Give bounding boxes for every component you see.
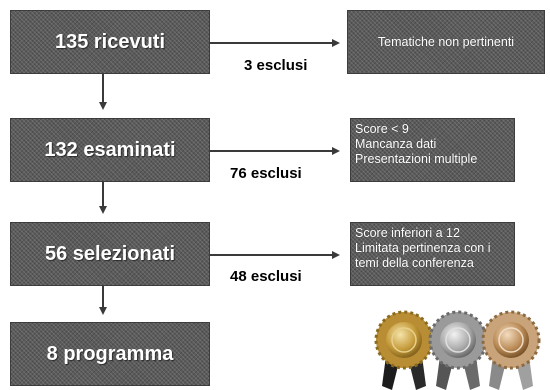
arrowhead-down-icon [99, 307, 107, 315]
reason-text: Limitata pertinenza con i [355, 241, 491, 255]
stage-examined-label: 132 esaminati [44, 138, 176, 161]
excluded-count-1: 3 esclusi [244, 57, 308, 74]
exclusion-reasons-1: Tematiche non pertinenti [347, 10, 545, 74]
arrow-to-exclusion-1 [210, 42, 332, 44]
excluded-count-2: 76 esclusi [230, 165, 302, 182]
arrowhead-down-icon [99, 102, 107, 110]
stage-received-label: 135 ricevuti [54, 30, 166, 53]
reason-text: Mancanza dati [355, 137, 437, 151]
arrow-down-2 [102, 182, 104, 206]
reason-text: Score < 9 [355, 122, 409, 136]
reason-text: temi della conferenza [355, 256, 474, 270]
reason-text: Tematiche non pertinenti [377, 34, 515, 49]
stage-examined: 132 esaminati [10, 118, 210, 182]
stage-selected-label: 56 selezionati [44, 242, 176, 265]
exclusion-reasons-2: Score < 9 Mancanza dati Presentazioni mu… [350, 118, 515, 182]
excluded-count-3: 48 esclusi [230, 268, 302, 285]
arrow-to-exclusion-2 [210, 150, 332, 152]
arrow-to-exclusion-3 [210, 254, 332, 256]
stage-program-label: 8 programma [46, 342, 174, 365]
arrowhead-right-icon [332, 147, 340, 155]
arrow-down-3 [102, 286, 104, 307]
arrow-down-1 [102, 74, 104, 102]
arrowhead-right-icon [332, 251, 340, 259]
stage-program: 8 programma [10, 322, 210, 386]
bronze-rosette-icon [481, 310, 541, 390]
reason-text: Score inferiori a 12 [355, 226, 460, 240]
arrowhead-right-icon [332, 39, 340, 47]
stage-selected: 56 selezionati [10, 222, 210, 286]
reason-text: Presentazioni multiple [355, 152, 478, 166]
stage-received: 135 ricevuti [10, 10, 210, 74]
exclusion-reasons-3: Score inferiori a 12 Limitata pertinenza… [350, 222, 515, 286]
arrowhead-down-icon [99, 206, 107, 214]
